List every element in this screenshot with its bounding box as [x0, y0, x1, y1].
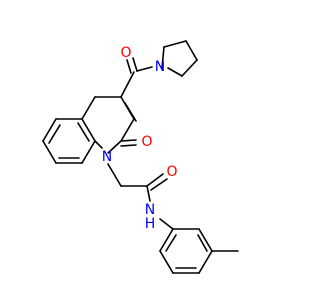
bond [165, 234, 177, 252]
atom-label-oxygen: O [120, 45, 131, 61]
bonds [42, 40, 239, 274]
bond [81, 96, 96, 120]
bond [146, 173, 164, 187]
bond [146, 185, 151, 202]
bond [120, 144, 137, 147]
bond [120, 139, 137, 142]
bond [107, 140, 122, 154]
bond [136, 66, 153, 72]
bond [107, 163, 122, 187]
bond [181, 59, 198, 77]
bond [48, 124, 61, 144]
atom-label-oxygen: O [141, 134, 152, 150]
bond [159, 250, 174, 274]
bond [197, 234, 208, 252]
atom-label-nitrogen: N [145, 202, 155, 218]
bond [198, 228, 213, 252]
atom-label-hydrogen: H [145, 216, 156, 232]
structure-drawing: O N N O O N H [42, 40, 239, 274]
bond [42, 118, 57, 142]
atom-label-oxygen: O [166, 164, 177, 180]
bond [81, 140, 96, 164]
molecule-canvas: O N N O O N H [42, 40, 239, 274]
bond [42, 140, 57, 164]
bond [167, 67, 183, 77]
atom-labels: O N N O O N H [102, 45, 178, 232]
bond [132, 57, 138, 72]
bond [120, 118, 135, 142]
bond [94, 140, 103, 149]
bond [77, 122, 90, 142]
atom-label-nitrogen: N [155, 59, 165, 75]
bond [81, 118, 96, 142]
bond [150, 178, 168, 191]
bond [198, 250, 213, 274]
bond [124, 102, 137, 122]
bond [185, 40, 198, 61]
bond [159, 228, 174, 252]
atom-label-nitrogen: N [102, 149, 112, 165]
bond [161, 46, 165, 69]
bond [163, 40, 187, 48]
bond [159, 218, 174, 230]
bond [126, 59, 132, 74]
bond [120, 71, 135, 98]
